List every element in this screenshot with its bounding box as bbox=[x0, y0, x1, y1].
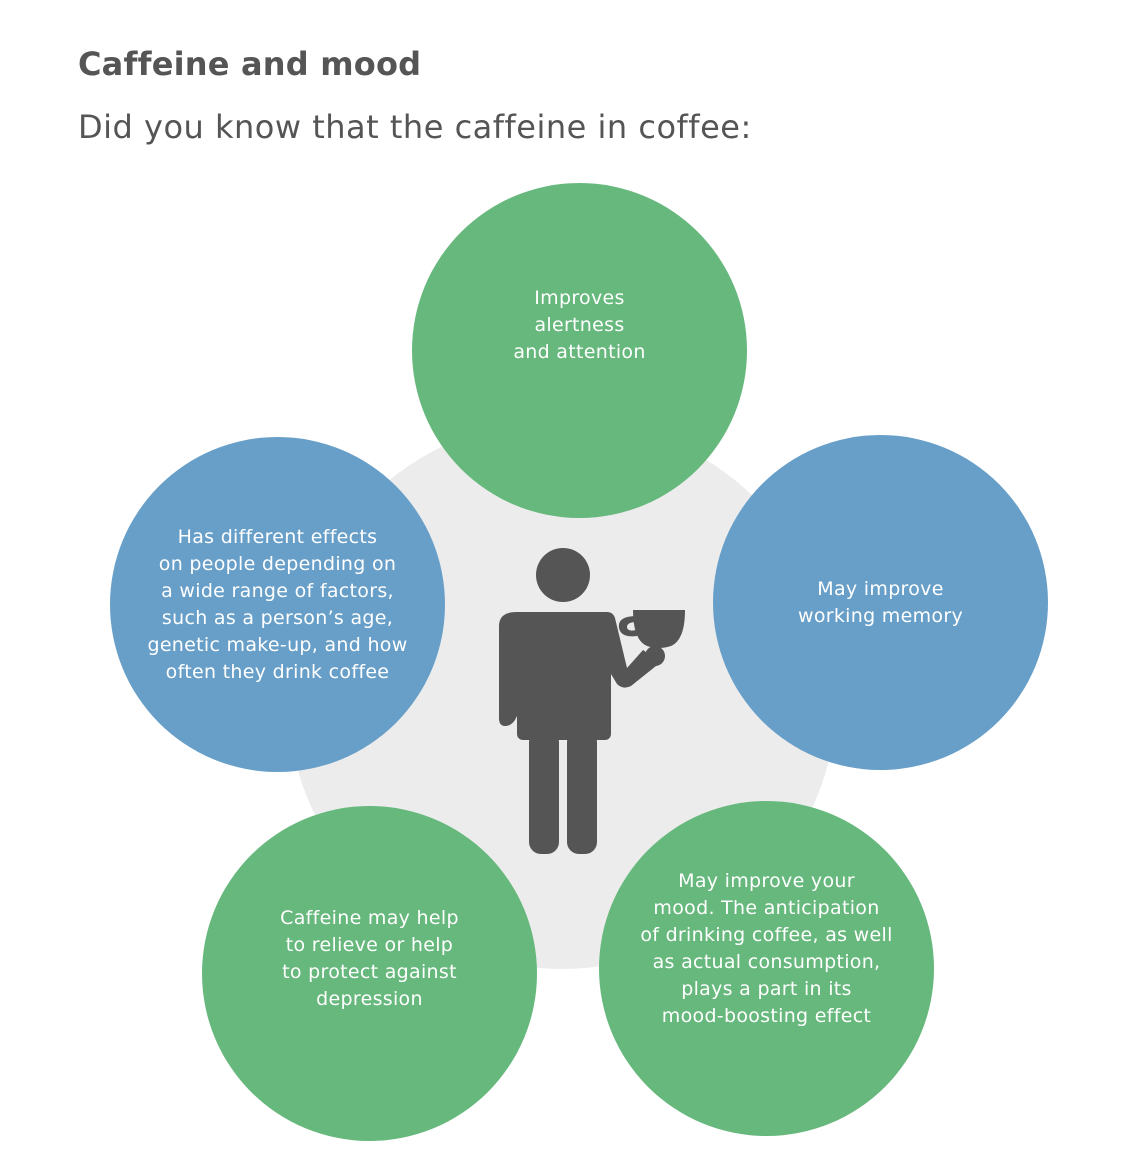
bubble-different-effects-text: Has different effects on people dependin… bbox=[147, 525, 408, 683]
page-title: Caffeine and mood bbox=[78, 45, 422, 83]
bubble-different-effects: Has different effects on people dependin… bbox=[110, 437, 445, 772]
bubble-depression-text: Caffeine may help to relieve or help to … bbox=[280, 906, 459, 1010]
bubble-working-memory: May improve working memory bbox=[713, 435, 1048, 770]
bubble-mood: May improve your mood. The anticipation … bbox=[599, 801, 934, 1136]
person-drinking-coffee-icon bbox=[499, 548, 685, 854]
bubble-mood-text: May improve your mood. The anticipation … bbox=[640, 869, 893, 1027]
bubble-working-memory-text: May improve working memory bbox=[798, 577, 963, 627]
bubble-depression: Caffeine may help to relieve or help to … bbox=[202, 806, 537, 1141]
bubble-alertness: Improves alertness and attention bbox=[412, 183, 747, 518]
page-subtitle: Did you know that the caffeine in coffee… bbox=[78, 108, 752, 146]
bubble-alertness-text: Improves alertness and attention bbox=[513, 287, 646, 363]
